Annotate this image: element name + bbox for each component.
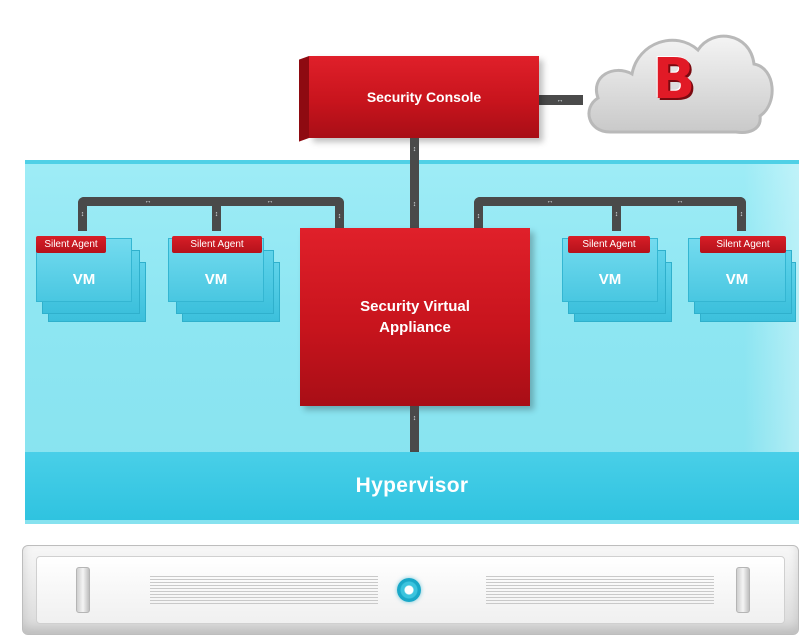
console-sva-connector: [410, 138, 419, 228]
cloud-icon: [587, 34, 774, 134]
cloud-connector-port: ↔: [553, 96, 567, 104]
right-bus-horizontal: [474, 197, 746, 206]
left-bus-horizontal: [78, 197, 344, 206]
silent-agent-badge: Silent Agent: [172, 236, 262, 253]
server-vent-left: [150, 576, 378, 604]
right-bus-port-3: ↕: [474, 212, 483, 224]
sva-hypervisor-connector: [410, 406, 419, 452]
left-bus-port-5: ↕: [335, 212, 344, 224]
hypervisor-bar: Hypervisor: [25, 452, 799, 520]
left-bus-port-2: ↔: [262, 197, 278, 206]
left-bus-port-4: ↕: [212, 210, 221, 222]
right-bus-port-5: ↕: [737, 210, 746, 222]
vm-label: VM: [204, 271, 228, 288]
right-bus-port-2: ↔: [672, 197, 688, 206]
console-sva-port-1: ↕: [410, 145, 419, 159]
sva-label: Security Virtual Appliance: [360, 296, 470, 338]
sva-hypervisor-port: ↕: [410, 414, 419, 428]
security-console-box: Security Console: [309, 56, 539, 138]
power-button-icon: [397, 578, 421, 602]
right-bus-port-1: ↔: [542, 197, 558, 206]
left-bus-port-3: ↕: [78, 210, 87, 222]
sva-label-line2: Appliance: [379, 319, 451, 336]
vm-label: VM: [72, 271, 96, 288]
vm-label: VM: [725, 271, 749, 288]
silent-agent-badge: Silent Agent: [700, 236, 786, 253]
security-virtual-appliance-box: Security Virtual Appliance: [300, 228, 530, 406]
server-vent-right: [486, 576, 714, 604]
vm-label: VM: [598, 271, 622, 288]
server-handle-right: [736, 567, 750, 613]
sva-label-line1: Security Virtual: [360, 298, 470, 315]
security-console-label: Security Console: [366, 89, 482, 105]
right-bus-port-4: ↕: [612, 210, 621, 222]
hypervisor-label: Hypervisor: [355, 474, 469, 497]
left-bus-port-1: ↔: [140, 197, 156, 206]
server-handle-left: [76, 567, 90, 613]
console-sva-port-2: ↕: [410, 200, 419, 214]
brand-logo-icon: B: [652, 46, 696, 112]
silent-agent-badge: Silent Agent: [36, 236, 106, 253]
silent-agent-badge: Silent Agent: [568, 236, 650, 253]
